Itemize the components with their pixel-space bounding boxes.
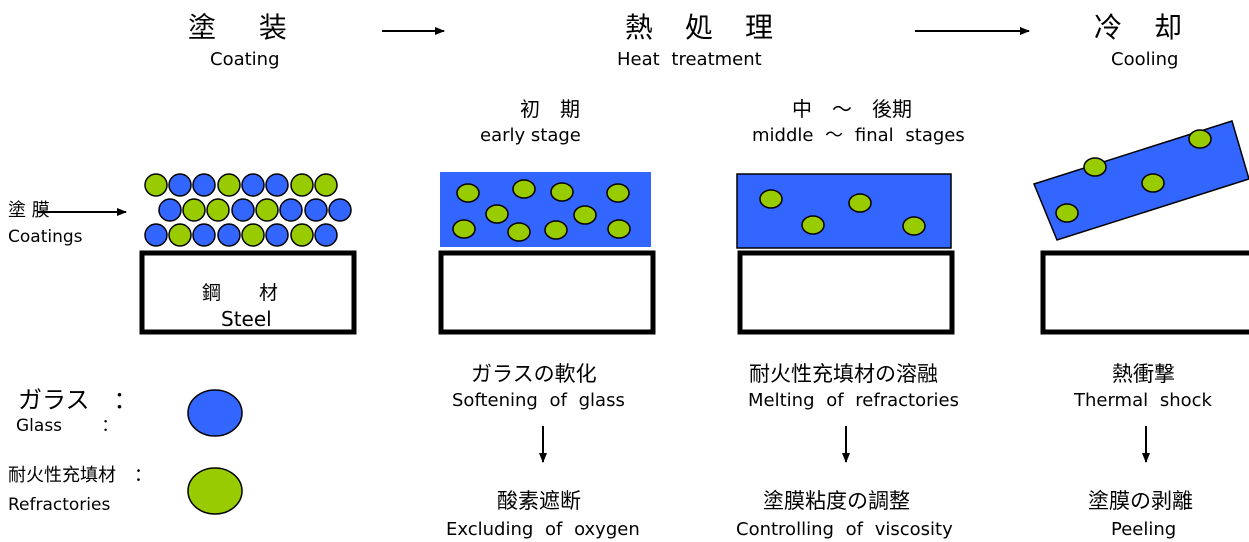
steel-block-coating: [139, 250, 357, 335]
glass-layer-cooling: [1032, 120, 1249, 241]
refractory-circle-icon: [187, 467, 243, 515]
stage-cooling-jp: 冷 却: [1094, 11, 1185, 44]
result-excluding-jp: 酸素遮断: [497, 489, 581, 513]
early-stage-coating: [440, 172, 651, 247]
steel-block-cooling: [1040, 250, 1249, 335]
coatings-label-jp: 塗 膜: [8, 200, 50, 221]
glass-circle-icon: [187, 389, 243, 437]
result-viscosity-jp: 塗膜粘度の調整: [763, 489, 910, 513]
substage-middle-en: middle ～ final stages: [752, 125, 965, 146]
coating-particles: [144, 173, 352, 247]
legend-refractory-en: Refractories: [8, 495, 111, 515]
result-excluding-en: Excluding of oxygen: [446, 519, 640, 540]
legend-glass-en: Glass ：: [16, 416, 119, 436]
middle-stage-coating: [736, 173, 952, 249]
effect-melting-jp: 耐火性充填材の溶融: [749, 362, 938, 386]
legend-glass-jp: ガラス ：: [18, 386, 138, 414]
steel-label-jp: 鋼 材: [202, 282, 279, 304]
steel-label-en: Steel: [221, 307, 272, 331]
particle-row-1: [144, 173, 338, 197]
stage-coating-jp: 塗 装: [188, 11, 289, 44]
steel-block-middle: [737, 250, 955, 335]
steel-block-early: [438, 250, 656, 335]
glass-layer-middle: [736, 173, 952, 249]
effect-thermal-en: Thermal shock: [1074, 390, 1212, 411]
result-peeling-en: Peeling: [1111, 519, 1177, 540]
cooling-stage-coating: [1032, 120, 1249, 241]
stage-heat-en: Heat treatment: [617, 49, 762, 70]
effect-softening-jp: ガラスの軟化: [471, 362, 597, 386]
effect-softening-en: Softening of glass: [452, 390, 625, 411]
result-viscosity-en: Controlling of viscosity: [736, 519, 953, 540]
legend-refractory-jp: 耐火性充填材 ：: [8, 465, 152, 486]
particle-row-2: [158, 198, 352, 222]
stage-cooling-en: Cooling: [1111, 49, 1179, 70]
result-peeling-jp: 塗膜の剥離: [1088, 489, 1193, 513]
stage-heat-jp: 熱 処 理: [625, 11, 776, 44]
coatings-label-en: Coatings: [8, 227, 83, 247]
substage-middle-jp: 中 ～ 後期: [792, 97, 912, 121]
stage-coating-en: Coating: [210, 49, 280, 70]
effect-thermal-jp: 熱衝撃: [1112, 362, 1175, 386]
substage-early-en: early stage: [480, 125, 581, 146]
effect-melting-en: Melting of refractories: [748, 390, 959, 411]
particle-row-3: [144, 223, 338, 247]
substage-early-jp: 初 期: [520, 97, 580, 121]
